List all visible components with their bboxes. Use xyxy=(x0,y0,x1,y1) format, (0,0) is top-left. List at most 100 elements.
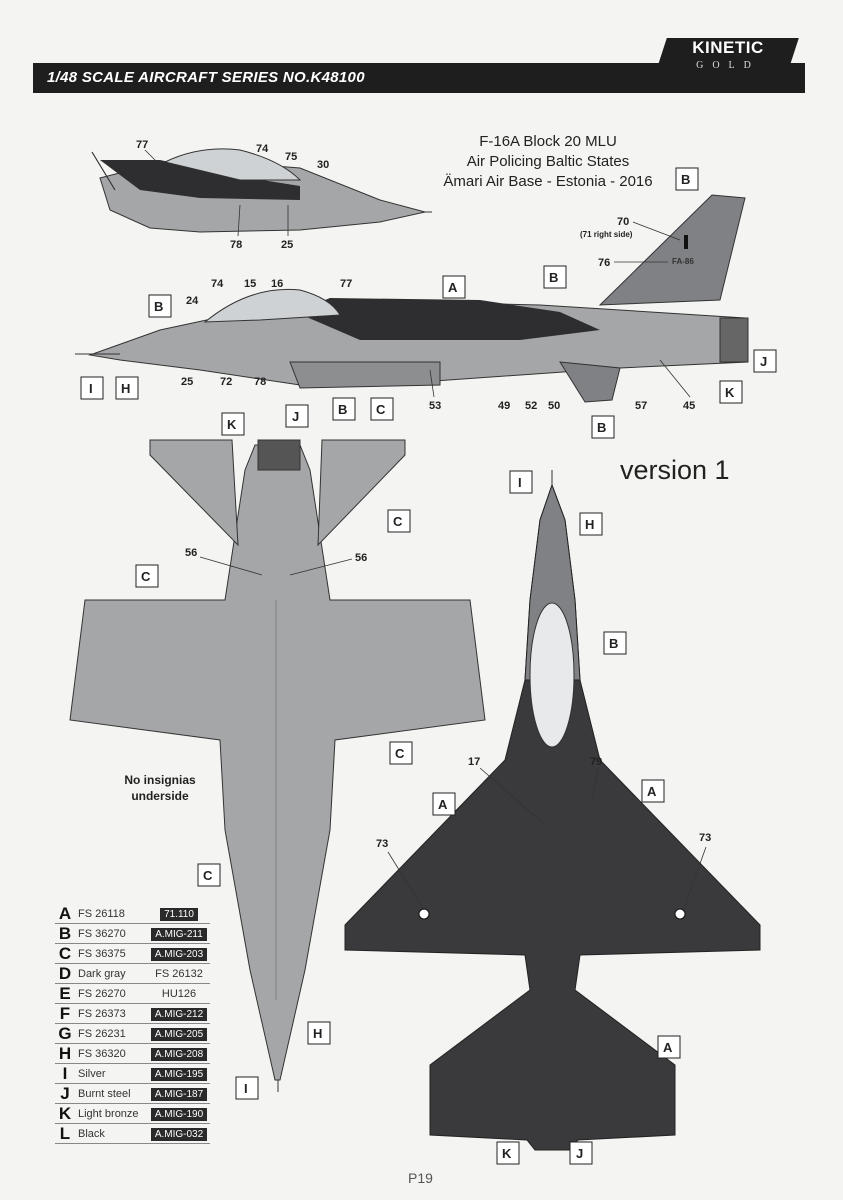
box-top-A2: A xyxy=(647,784,657,799)
top-view-callouts: 17 79 73 73 xyxy=(376,756,711,911)
legend-code-cell: A.MIG-205 xyxy=(148,1023,210,1044)
box-top-J: J xyxy=(576,1146,583,1161)
callout-56a: 56 xyxy=(185,547,197,559)
legend-reference: FS 26373 xyxy=(75,1003,148,1024)
callout-15: 15 xyxy=(244,278,256,290)
callout-77b: 77 xyxy=(340,278,352,290)
legend-code-cell: A.MIG-211 xyxy=(148,923,210,944)
legend-reference: FS 26231 xyxy=(75,1023,148,1044)
box-under-C1: C xyxy=(393,514,403,529)
legend-paint-code: A.MIG-203 xyxy=(150,947,208,961)
box-top-I: I xyxy=(518,475,522,490)
box-side-I: I xyxy=(89,381,93,396)
legend-letter: J xyxy=(55,1083,75,1104)
side-view-callouts: 70 (71 right side) 76 24 74 15 16 77 25 … xyxy=(181,216,695,412)
series-title: 1/48 SCALE AIRCRAFT SERIES NO.K48100 xyxy=(47,69,365,86)
box-side-B1: B xyxy=(681,172,690,187)
legend-letter: H xyxy=(55,1043,75,1064)
legend-letter: A xyxy=(55,904,75,924)
legend-paint-code: A.MIG-187 xyxy=(150,1087,208,1101)
legend-paint-code: A.MIG-212 xyxy=(150,1007,208,1021)
callout-78b: 78 xyxy=(254,376,266,388)
legend-code-cell: A.MIG-208 xyxy=(148,1043,210,1064)
callout-25b: 25 xyxy=(181,376,193,388)
legend-reference: Burnt steel xyxy=(75,1083,148,1104)
box-side-A: A xyxy=(448,280,458,295)
callout-74b: 74 xyxy=(211,278,224,290)
callout-57: 57 xyxy=(635,400,647,412)
box-top-B: B xyxy=(609,636,618,651)
callout-73b: 73 xyxy=(699,832,711,844)
legend-letter: D xyxy=(55,963,75,984)
underside-callouts: 56 56 xyxy=(185,547,367,576)
side-view: FA-86 xyxy=(75,194,749,403)
box-top-A1: A xyxy=(438,797,448,812)
legend-reference: FS 36320 xyxy=(75,1043,148,1064)
legend-code-cell: 71.110 xyxy=(148,904,210,924)
legend-letter: I xyxy=(55,1063,75,1084)
box-under-C2: C xyxy=(141,569,151,584)
callout-77: 77 xyxy=(136,139,148,151)
legend-paint-code: HU126 xyxy=(161,987,197,1000)
callout-25: 25 xyxy=(281,239,293,251)
callout-71: (71 right side) xyxy=(580,230,633,239)
legend-code-cell: HU126 xyxy=(148,983,210,1004)
callout-24: 24 xyxy=(186,295,199,307)
legend-code-cell: A.MIG-032 xyxy=(148,1123,210,1144)
box-side-J: J xyxy=(760,354,767,369)
tail-code: FA-86 xyxy=(672,257,694,266)
caption-line-3: Ämari Air Base - Estonia - 2016 xyxy=(443,173,653,190)
box-under-J: J xyxy=(292,409,299,424)
box-top-H: H xyxy=(585,517,594,532)
box-side-B4: B xyxy=(338,402,347,417)
callout-50: 50 xyxy=(548,400,560,412)
logo-main-text: KINETIC xyxy=(692,38,764,57)
callout-74: 74 xyxy=(256,143,269,155)
callout-79: 79 xyxy=(590,756,602,768)
page-number: P19 xyxy=(408,1170,433,1186)
box-side-K: K xyxy=(725,385,735,400)
caption-line-1: F-16A Block 20 MLU xyxy=(479,133,617,150)
cockpit-callouts: 77 74 75 30 78 25 xyxy=(136,139,329,251)
legend-code-cell: A.MIG-187 xyxy=(148,1083,210,1104)
legend-reference: Light bronze xyxy=(75,1103,148,1124)
callout-70: 70 xyxy=(617,216,629,228)
legend-letter: E xyxy=(55,983,75,1004)
box-under-I: I xyxy=(244,1081,248,1096)
box-side-C: C xyxy=(376,402,386,417)
callout-45: 45 xyxy=(683,400,695,412)
legend-letter: B xyxy=(55,923,75,944)
legend-reference: FS 36375 xyxy=(75,943,148,964)
legend-reference: FS 26270 xyxy=(75,983,148,1004)
legend-code-cell: FS 26132 xyxy=(148,963,210,984)
legend-code-cell: A.MIG-190 xyxy=(148,1103,210,1124)
legend-paint-code: A.MIG-211 xyxy=(151,927,207,941)
aircraft-caption: F-16A Block 20 MLU Air Policing Baltic S… xyxy=(398,132,698,192)
color-letter-boxes: B B A B I H B C B J K K J C C C C H I I … xyxy=(80,167,777,1165)
callout-30: 30 xyxy=(317,159,329,171)
logo-sub-text: GOLD xyxy=(696,60,760,71)
box-side-B2: B xyxy=(549,270,558,285)
legend-paint-code: A.MIG-195 xyxy=(150,1067,208,1081)
box-under-C4: C xyxy=(203,868,213,883)
caption-line-2: Air Policing Baltic States xyxy=(466,153,630,170)
legend-paint-code: 71.110 xyxy=(160,907,198,921)
box-side-B3: B xyxy=(154,299,163,314)
box-under-H: H xyxy=(313,1026,322,1041)
callout-72: 72 xyxy=(220,376,232,388)
box-under-C3: C xyxy=(395,746,405,761)
legend-code-cell: A.MIG-195 xyxy=(148,1063,210,1084)
underside-note: No insignias underside xyxy=(124,773,196,803)
